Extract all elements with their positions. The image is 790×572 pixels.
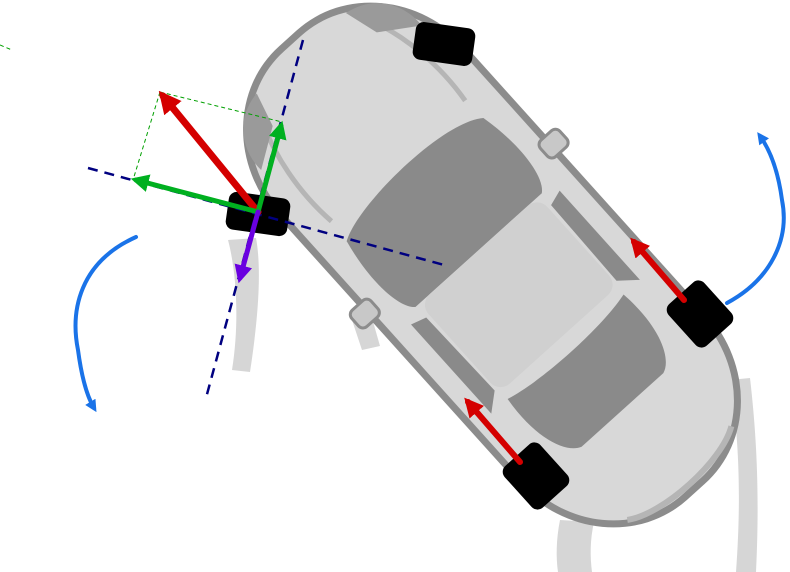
curved-arrow-ccw-icon: [73, 235, 138, 413]
projection-line-3: [0, 44, 13, 51]
longitudinal-force-arrow: [255, 120, 287, 215]
headlight-right: [243, 93, 273, 171]
rotation-arrows: [73, 132, 786, 413]
car: [243, 2, 741, 528]
drive-force-arrow-rear-right: [630, 237, 687, 303]
projection-lines: [0, 44, 283, 181]
wheel-axis-lateral: [87, 166, 445, 267]
resultant-force-arrow: [158, 90, 262, 216]
force-vectors-rear: [464, 237, 687, 465]
rear-bumper: [626, 425, 735, 523]
tire-track-rear-left: [556, 520, 594, 572]
windshield: [346, 117, 542, 308]
mirror-right: [348, 297, 381, 330]
lateral-force-arrow: [130, 174, 261, 215]
drive-force-arrow-rear-left: [464, 397, 523, 465]
headlight-left: [345, 3, 422, 33]
mirror-left: [537, 127, 570, 160]
wheel-axes: [87, 39, 445, 399]
rear-window: [507, 294, 666, 449]
side-window-left: [551, 190, 640, 281]
curved-arrow-cw-icon: [725, 132, 786, 305]
side-window-right: [410, 317, 495, 414]
normal-force-arrow: [234, 209, 261, 284]
tire-front-right: [412, 22, 476, 66]
force-vectors-front: [130, 90, 287, 284]
roof: [424, 202, 613, 388]
wheel-axis-longitudinal: [204, 39, 305, 399]
projection-line-2: [132, 91, 161, 181]
